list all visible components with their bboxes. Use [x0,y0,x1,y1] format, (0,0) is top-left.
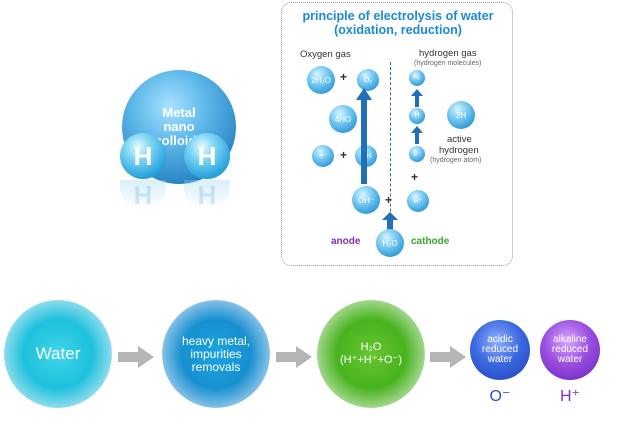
molecule-electron-right-label: e⁻ [413,151,421,158]
hydrogen-atom-left: H [120,133,166,179]
electrolysis-panel [281,2,513,266]
molecule-h: H [409,108,425,124]
hydrogen-reflection-right: H [184,180,230,210]
molecule-electron-left-label: e⁻ [319,153,327,160]
plus-sign: + [385,193,393,207]
process-alkaline-water: alkaline reduced water [540,320,600,380]
process-alkaline-water-label: alkaline reduced water [551,334,589,365]
panel-title-line-2: (oxidation, reduction) [334,23,462,37]
acidic-ion-label: O⁻ [489,388,511,405]
alkaline-ion-label: H⁺ [560,388,580,405]
process-h2o-line-2: (H⁺+H⁺+O⁻) [339,354,403,366]
metal-label-line-1: Metal [162,105,196,120]
anode-up-arrow [356,88,372,184]
process-water-label: Water [35,344,81,363]
process-h2o-line-1: H₂O [360,341,382,353]
process-arrow-1 [118,346,154,368]
molecule-2h2o: 2H₂O [307,66,335,94]
process-impurity-removal-label: heavy metal, impurities removals [181,333,251,374]
molecule-h-label: H [414,113,420,119]
molecule-h2: H₂ [409,70,425,86]
process-acidic-water-label: acidic reduced water [481,334,519,365]
cathode-label: cathode [411,236,450,247]
process-h2o: H₂O (H⁺+H⁺+O⁻) [317,300,425,408]
hydrogen-molecules-label: (hydrogen molecules) [414,60,482,67]
molecule-oh-minus-label: OH⁻ [357,195,375,205]
process-arrow-3 [430,346,466,368]
water-up-arrow [382,212,398,230]
oxygen-gas-label: Oxygen gas [300,49,351,60]
electrode-divider [390,62,391,242]
molecule-2h-label: 2H [455,110,467,120]
molecule-oh-minus: OH⁻ [352,186,380,214]
molecule-4ho-label: 4HO [334,114,352,124]
molecule-4ho: 4HO [329,105,357,133]
process-arrow-2 [276,346,312,368]
molecule-2h2o-label: 2H₂O [311,75,331,85]
hydrogen-gas-label: hydrogen gas [419,48,477,59]
molecule-2h: 2H [447,101,475,129]
hydrogen-atom-right-label: H [197,140,217,171]
molecule-o2: O₂ [357,69,379,91]
molecule-h2o-label: H₂O [382,238,398,248]
process-water: Water [4,300,112,408]
molecule-h2-label: H₂ [413,75,421,81]
cathode-arrow-1 [411,89,423,107]
plus-sign: + [411,170,419,184]
molecule-electron-right: e⁻ [409,146,425,162]
plus-sign: + [340,148,348,162]
molecule-h2o: H₂O [376,229,404,257]
molecule-electron-left: e⁻ [312,145,334,167]
active-hydrogen-label-1: active [447,134,472,145]
hydrogen-reflection-right-label: H [197,180,217,210]
cathode-arrow-2 [411,126,423,144]
anode-label: anode [331,236,361,247]
hydrogen-atom-right: H [184,133,230,179]
process-impurity-removal: heavy metal, impurities removals [162,300,270,408]
hydrogen-atom-label: (hydrogen atom) [430,157,482,164]
plus-sign: + [340,70,348,84]
molecule-o2-label: O₂ [363,76,373,84]
panel-title: principle of electrolysis of water (oxid… [282,9,514,37]
hydrogen-reflection-left-label: H [133,180,153,210]
molecule-h-plus: H⁺ [407,190,429,212]
process-acidic-water: acidic reduced water [470,320,530,380]
metal-label-line-2: nano [163,119,195,134]
hydrogen-atom-left-label: H [133,140,153,171]
hydrogen-reflection-left: H [120,180,166,210]
panel-title-line-1: principle of electrolysis of water [302,9,494,23]
active-hydrogen-label-2: hydrogen [439,145,479,156]
molecule-h-plus-label: H⁺ [413,198,423,205]
